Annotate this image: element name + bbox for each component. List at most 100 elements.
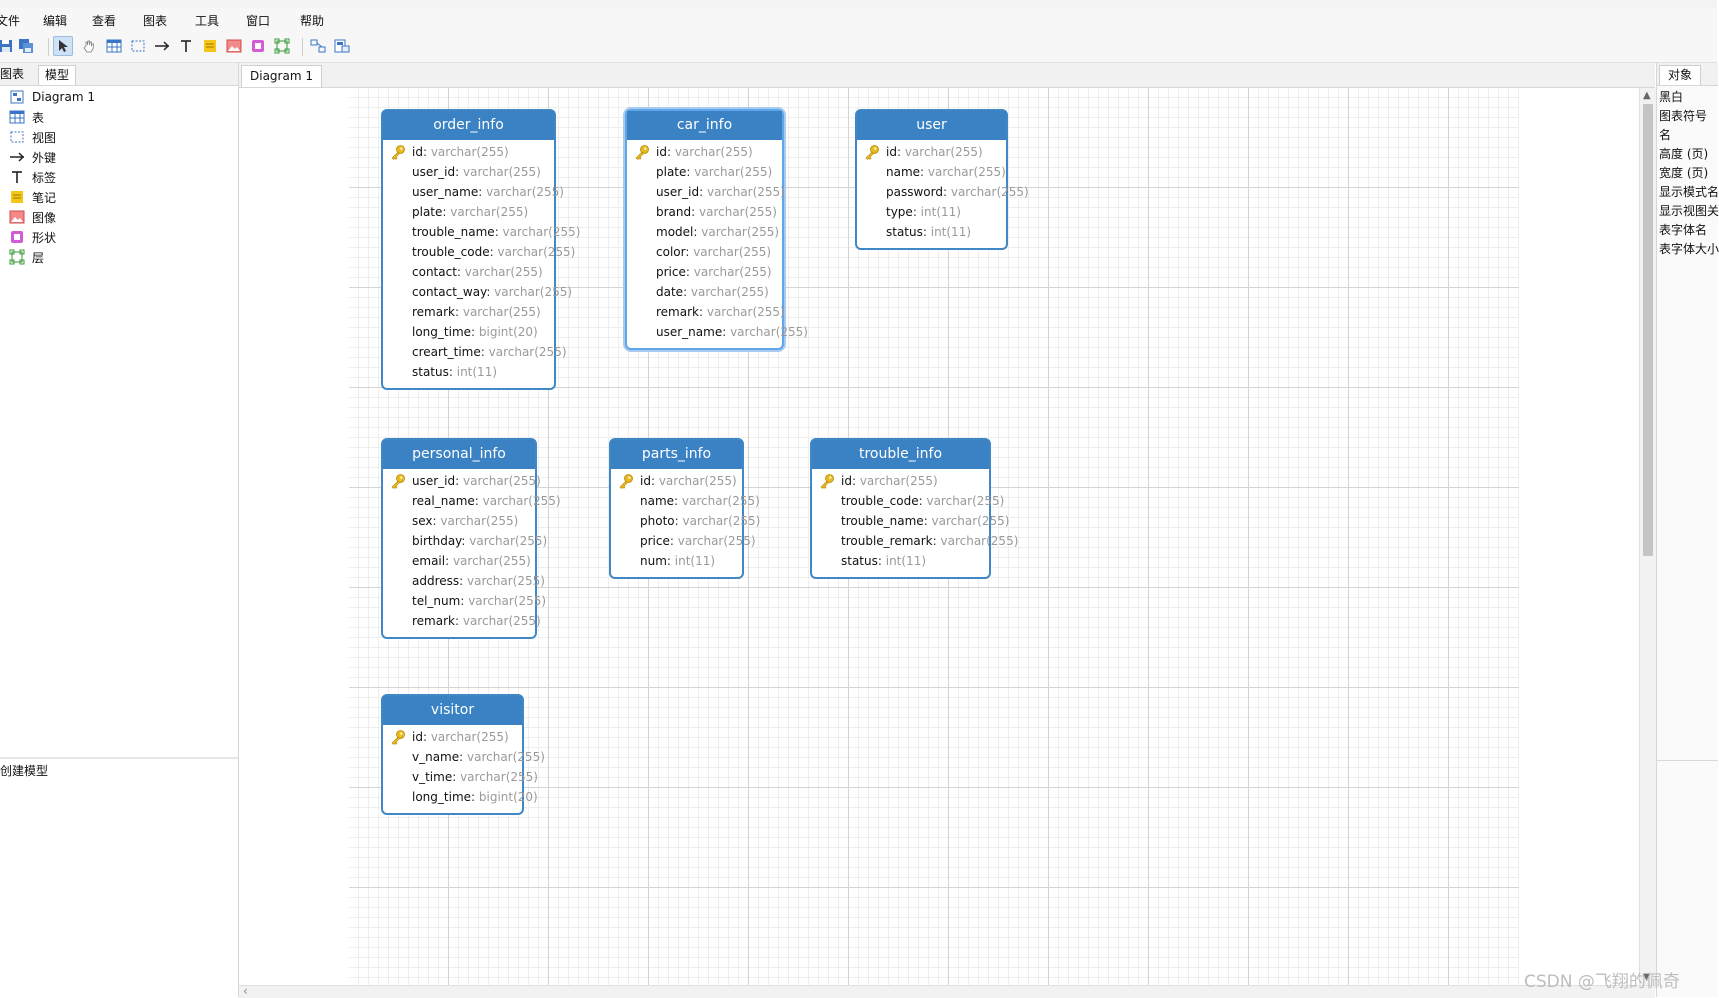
menu-window[interactable]: 窗口 (246, 14, 271, 28)
field-row[interactable]: color: varchar(255) (627, 242, 782, 262)
field-row[interactable]: email: varchar(255) (383, 551, 535, 571)
field-row[interactable]: remark: varchar(255) (627, 302, 785, 322)
field-row[interactable]: user_id: varchar(255) (627, 182, 785, 202)
field-row[interactable]: name: varchar(255) (857, 162, 1006, 182)
hand-tool-icon[interactable] (79, 36, 99, 56)
field-row[interactable]: trouble_name: varchar(255) (812, 511, 1009, 531)
list-item-view[interactable]: 视图 (0, 127, 238, 147)
tab-diagram[interactable]: 图表 (0, 67, 25, 81)
field-row[interactable]: id: varchar(255) (383, 142, 554, 162)
field-row[interactable]: v_name: varchar(255) (383, 747, 545, 767)
entity-title[interactable]: parts_info (611, 440, 742, 469)
field-row[interactable]: user_name: varchar(255) (383, 182, 564, 202)
property-row[interactable]: 图表符号 (1659, 109, 1708, 123)
list-item-layer[interactable]: 层 (0, 247, 238, 267)
field-row[interactable]: password: varchar(255) (857, 182, 1029, 202)
list-item-table[interactable]: 表 (0, 107, 238, 127)
field-row[interactable]: id: varchar(255) (812, 471, 989, 491)
auto-layout-icon[interactable] (308, 36, 328, 56)
field-row[interactable]: creart_time: varchar(255) (383, 342, 567, 362)
pointer-tool-icon[interactable] (53, 36, 73, 56)
field-row[interactable]: remark: varchar(255) (383, 611, 541, 631)
save-icon[interactable] (0, 36, 16, 56)
list-item-image[interactable]: 图像 (0, 207, 238, 227)
field-row[interactable]: real_name: varchar(255) (383, 491, 561, 511)
image-tool-icon[interactable] (224, 36, 244, 56)
field-row[interactable]: model: varchar(255) (627, 222, 782, 242)
menu-diagram[interactable]: 图表 (143, 14, 168, 28)
property-row[interactable]: 宽度 (页) (1659, 166, 1709, 180)
field-row[interactable]: trouble_name: varchar(255) (383, 222, 580, 242)
field-row[interactable]: trouble_code: varchar(255) (812, 491, 1004, 511)
entity-title[interactable]: trouble_info (812, 440, 989, 469)
entity-title[interactable]: order_info (383, 111, 554, 140)
property-row[interactable]: 表字体大小 (1659, 242, 1719, 256)
field-row[interactable]: date: varchar(255) (627, 282, 782, 302)
field-row[interactable]: user_name: varchar(255) (627, 322, 808, 342)
entity-title[interactable]: car_info (627, 111, 782, 140)
field-row[interactable]: id: varchar(255) (627, 142, 782, 162)
field-row[interactable]: plate: varchar(255) (383, 202, 554, 222)
field-row[interactable]: status: int(11) (812, 551, 989, 571)
field-row[interactable]: trouble_remark: varchar(255) (812, 531, 1018, 551)
entity-title[interactable]: visitor (383, 696, 522, 725)
field-row[interactable]: price: varchar(255) (627, 262, 782, 282)
label-tool-icon[interactable] (176, 36, 196, 56)
new-table-icon[interactable] (104, 36, 124, 56)
list-item-foreign-key[interactable]: 外键 (0, 147, 238, 167)
tab-object[interactable]: 对象 (1659, 65, 1702, 85)
new-view-icon[interactable] (128, 36, 148, 56)
foreign-key-tool-icon[interactable] (152, 36, 172, 56)
field-row[interactable]: long_time: bigint(20) (383, 322, 554, 342)
menu-view[interactable]: 查看 (92, 14, 117, 28)
field-row[interactable]: status: int(11) (857, 222, 1006, 242)
note-tool-icon[interactable] (200, 36, 220, 56)
scroll-up-icon[interactable]: ▲ (1643, 90, 1651, 101)
field-row[interactable]: birthday: varchar(255) (383, 531, 547, 551)
field-row[interactable]: long_time: bigint(20) (383, 787, 538, 807)
field-row[interactable]: tel_num: varchar(255) (383, 591, 546, 611)
menu-edit[interactable]: 编辑 (43, 14, 68, 28)
field-row[interactable]: user_id: varchar(255) (383, 162, 554, 182)
field-row[interactable]: contact: varchar(255) (383, 262, 554, 282)
property-row[interactable]: 显示视图关 (1659, 204, 1719, 218)
layer-tool-icon[interactable] (272, 36, 292, 56)
field-row[interactable]: photo: varchar(255) (611, 511, 760, 531)
field-row[interactable]: trouble_code: varchar(255) (383, 242, 575, 262)
tab-model[interactable]: 模型 (38, 65, 77, 85)
property-row[interactable]: 显示模式名 (1659, 185, 1719, 199)
field-row[interactable]: status: int(11) (383, 362, 554, 382)
menu-help[interactable]: 帮助 (300, 14, 325, 28)
save-as-icon[interactable] (16, 36, 36, 56)
field-row[interactable]: name: varchar(255) (611, 491, 760, 511)
property-row[interactable]: 高度 (页) (1659, 147, 1709, 161)
list-item-note[interactable]: 笔记 (0, 187, 238, 207)
field-row[interactable]: id: varchar(255) (383, 727, 522, 747)
menu-tools[interactable]: 工具 (195, 14, 220, 28)
property-row[interactable]: 名 (1659, 128, 1672, 142)
scroll-left-icon[interactable]: ‹ (243, 984, 248, 998)
field-row[interactable]: id: varchar(255) (611, 471, 742, 491)
field-row[interactable]: price: varchar(255) (611, 531, 756, 551)
horizontal-scrollbar[interactable]: ‹ (239, 984, 1655, 998)
panel-splitter[interactable] (1657, 760, 1718, 761)
list-item-shape[interactable]: 形状 (0, 227, 238, 247)
vertical-scrollbar[interactable]: ▲ ▼ (1639, 88, 1656, 985)
field-row[interactable]: plate: varchar(255) (627, 162, 782, 182)
tab-diagram-1[interactable]: Diagram 1 (241, 65, 322, 87)
panel-splitter[interactable] (0, 757, 238, 759)
field-row[interactable]: type: int(11) (857, 202, 1006, 222)
scroll-thumb[interactable] (1643, 104, 1653, 556)
field-row[interactable]: id: varchar(255) (857, 142, 1006, 162)
scroll-down-icon[interactable]: ▼ (1643, 972, 1651, 983)
entity-title[interactable]: personal_info (383, 440, 535, 469)
field-row[interactable]: sex: varchar(255) (383, 511, 535, 531)
field-row[interactable]: remark: varchar(255) (383, 302, 554, 322)
